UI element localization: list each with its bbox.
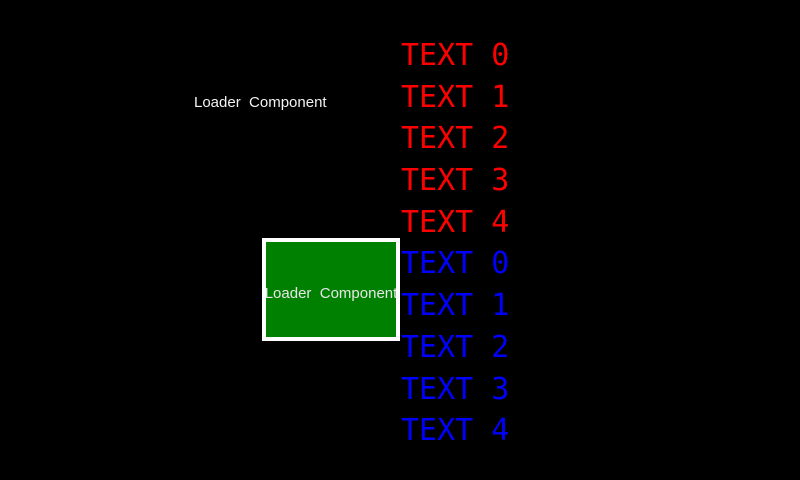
- plain-loader-label: Loader Component: [194, 94, 327, 111]
- text-item-8: TEXT 3: [401, 371, 510, 407]
- text-item-4: TEXT 4: [401, 204, 510, 240]
- text-item-1: TEXT 1: [401, 79, 510, 115]
- text-item-7: TEXT 2: [401, 329, 510, 365]
- text-item-6: TEXT 1: [401, 288, 510, 324]
- text-item-5: TEXT 0: [401, 246, 510, 282]
- text-item-3: TEXT 3: [401, 163, 510, 199]
- loader-component-box-label: Loader Component: [264, 284, 398, 302]
- text-item-0: TEXT 0: [401, 38, 510, 73]
- loader-component-box[interactable]: Loader Component: [262, 238, 400, 341]
- text-item-9: TEXT 4: [401, 413, 510, 449]
- text-item-2: TEXT 2: [401, 121, 510, 157]
- text-list: TEXT 0 TEXT 1 TEXT 2 TEXT 3 TEXT 4 TEXT …: [401, 35, 509, 452]
